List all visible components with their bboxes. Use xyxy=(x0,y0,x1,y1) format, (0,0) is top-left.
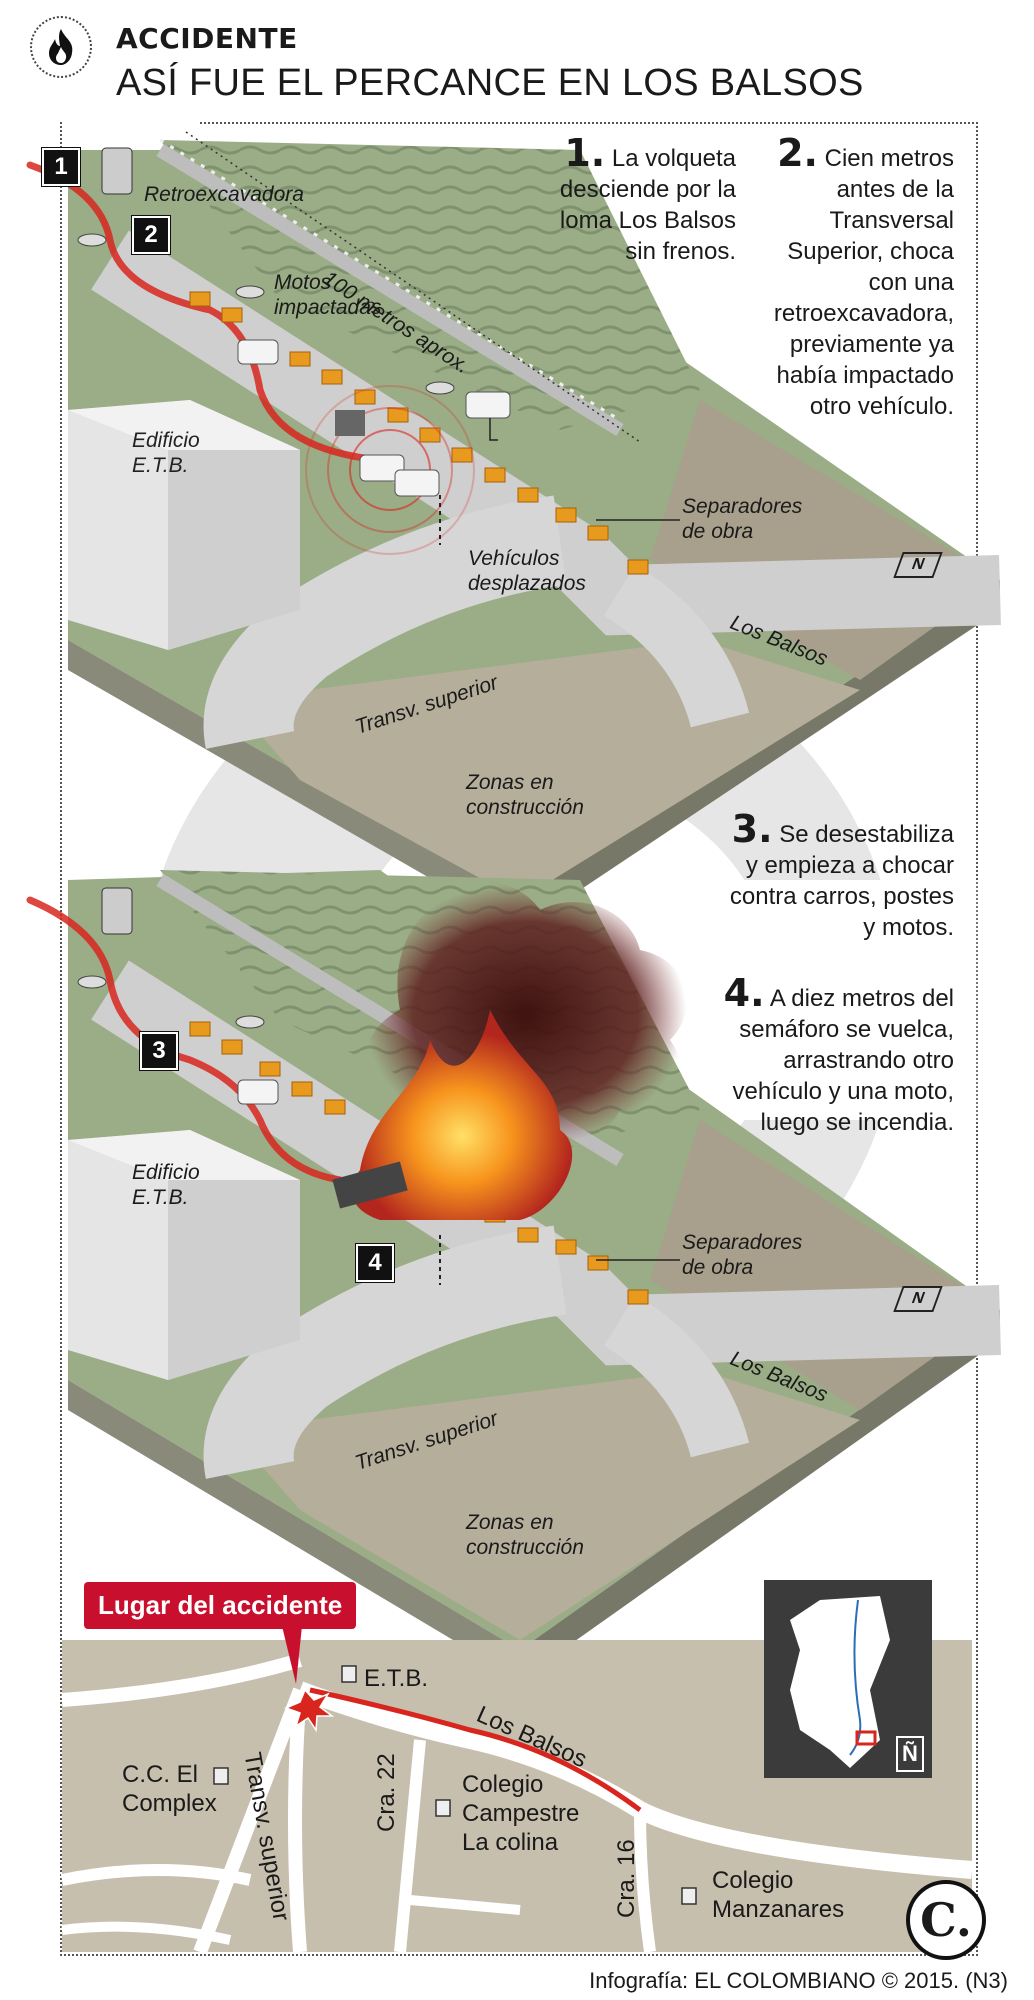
map-label-colegio-manzanares: Colegio Manzanares xyxy=(712,1867,845,1923)
step-3-text: Se desestabiliza y empieza a chocar cont… xyxy=(729,821,954,941)
label-vehiculos: Vehículos desplazados xyxy=(468,547,586,595)
inset-map xyxy=(764,1580,932,1778)
scene-2 xyxy=(26,870,1001,1680)
map-label-cc-el-complex: C.C. El Complex xyxy=(122,1761,217,1817)
label-edificio-2: Edificio E.T.B. xyxy=(132,1161,200,1209)
label-separadores-2: Separadores de obra xyxy=(682,1231,803,1279)
step-2-text: Cien metros antes de la Transversal Supe… xyxy=(773,145,954,420)
marker-2: 2 xyxy=(132,216,170,254)
label-motos: Motos impactadas xyxy=(274,271,382,319)
step-1-num: 1. xyxy=(564,131,606,175)
step-3-num: 3. xyxy=(731,807,773,851)
fire-icon xyxy=(30,16,92,78)
page-title: ASÍ FUE EL PERCANCE EN LOS BALSOS xyxy=(116,62,864,104)
frame-top xyxy=(200,122,974,124)
map-label-cra-16: Cra. 16 xyxy=(613,1839,640,1918)
step-4: 4. A diez metros del semáforo se vuelca,… xyxy=(720,974,954,1138)
step-1-text: La volqueta desciende por la loma Los Ba… xyxy=(559,145,736,265)
step-1: 1. La volqueta desciende por la loma Los… xyxy=(540,134,736,267)
step-4-num: 4. xyxy=(723,971,765,1015)
accident-marker xyxy=(283,1688,335,1733)
inset-north-icon: Ñ xyxy=(896,1736,924,1772)
label-zonas: Zonas en construcción xyxy=(466,771,584,819)
map-label-cra-22: Cra. 22 xyxy=(373,1753,400,1832)
label-separadores: Separadores de obra xyxy=(682,495,803,543)
label-retroexcavadora: Retroexcavadora xyxy=(144,183,304,206)
step-2: 2. Cien metros antes de la Transversal S… xyxy=(760,134,954,422)
step-3: 3. Se desestabiliza y empieza a chocar c… xyxy=(720,810,954,943)
credit: Infografía: EL COLOMBIANO © 2015. (N3) xyxy=(589,1968,1008,1993)
label-zonas-2: Zonas en construcción xyxy=(466,1511,584,1559)
marker-1: 1 xyxy=(42,148,80,186)
label-edificio: Edificio E.T.B. xyxy=(132,429,200,477)
kicker: ACCIDENTE xyxy=(116,22,298,55)
step-4-text: A diez metros del semáforo se vuelca, ar… xyxy=(732,985,954,1136)
marker-4: 4 xyxy=(356,1244,394,1282)
map-label-colegio-campestre: Colegio Campestre La colina xyxy=(462,1771,580,1856)
step-2-num: 2. xyxy=(777,131,818,175)
frame xyxy=(60,122,978,1956)
publisher-logo: C. xyxy=(906,1880,986,1960)
accident-callout: Lugar del accidente xyxy=(84,1582,357,1629)
map-label-etb: E.T.B. xyxy=(364,1665,429,1692)
scene-1 xyxy=(26,131,1001,930)
marker-3: 3 xyxy=(140,1032,178,1070)
